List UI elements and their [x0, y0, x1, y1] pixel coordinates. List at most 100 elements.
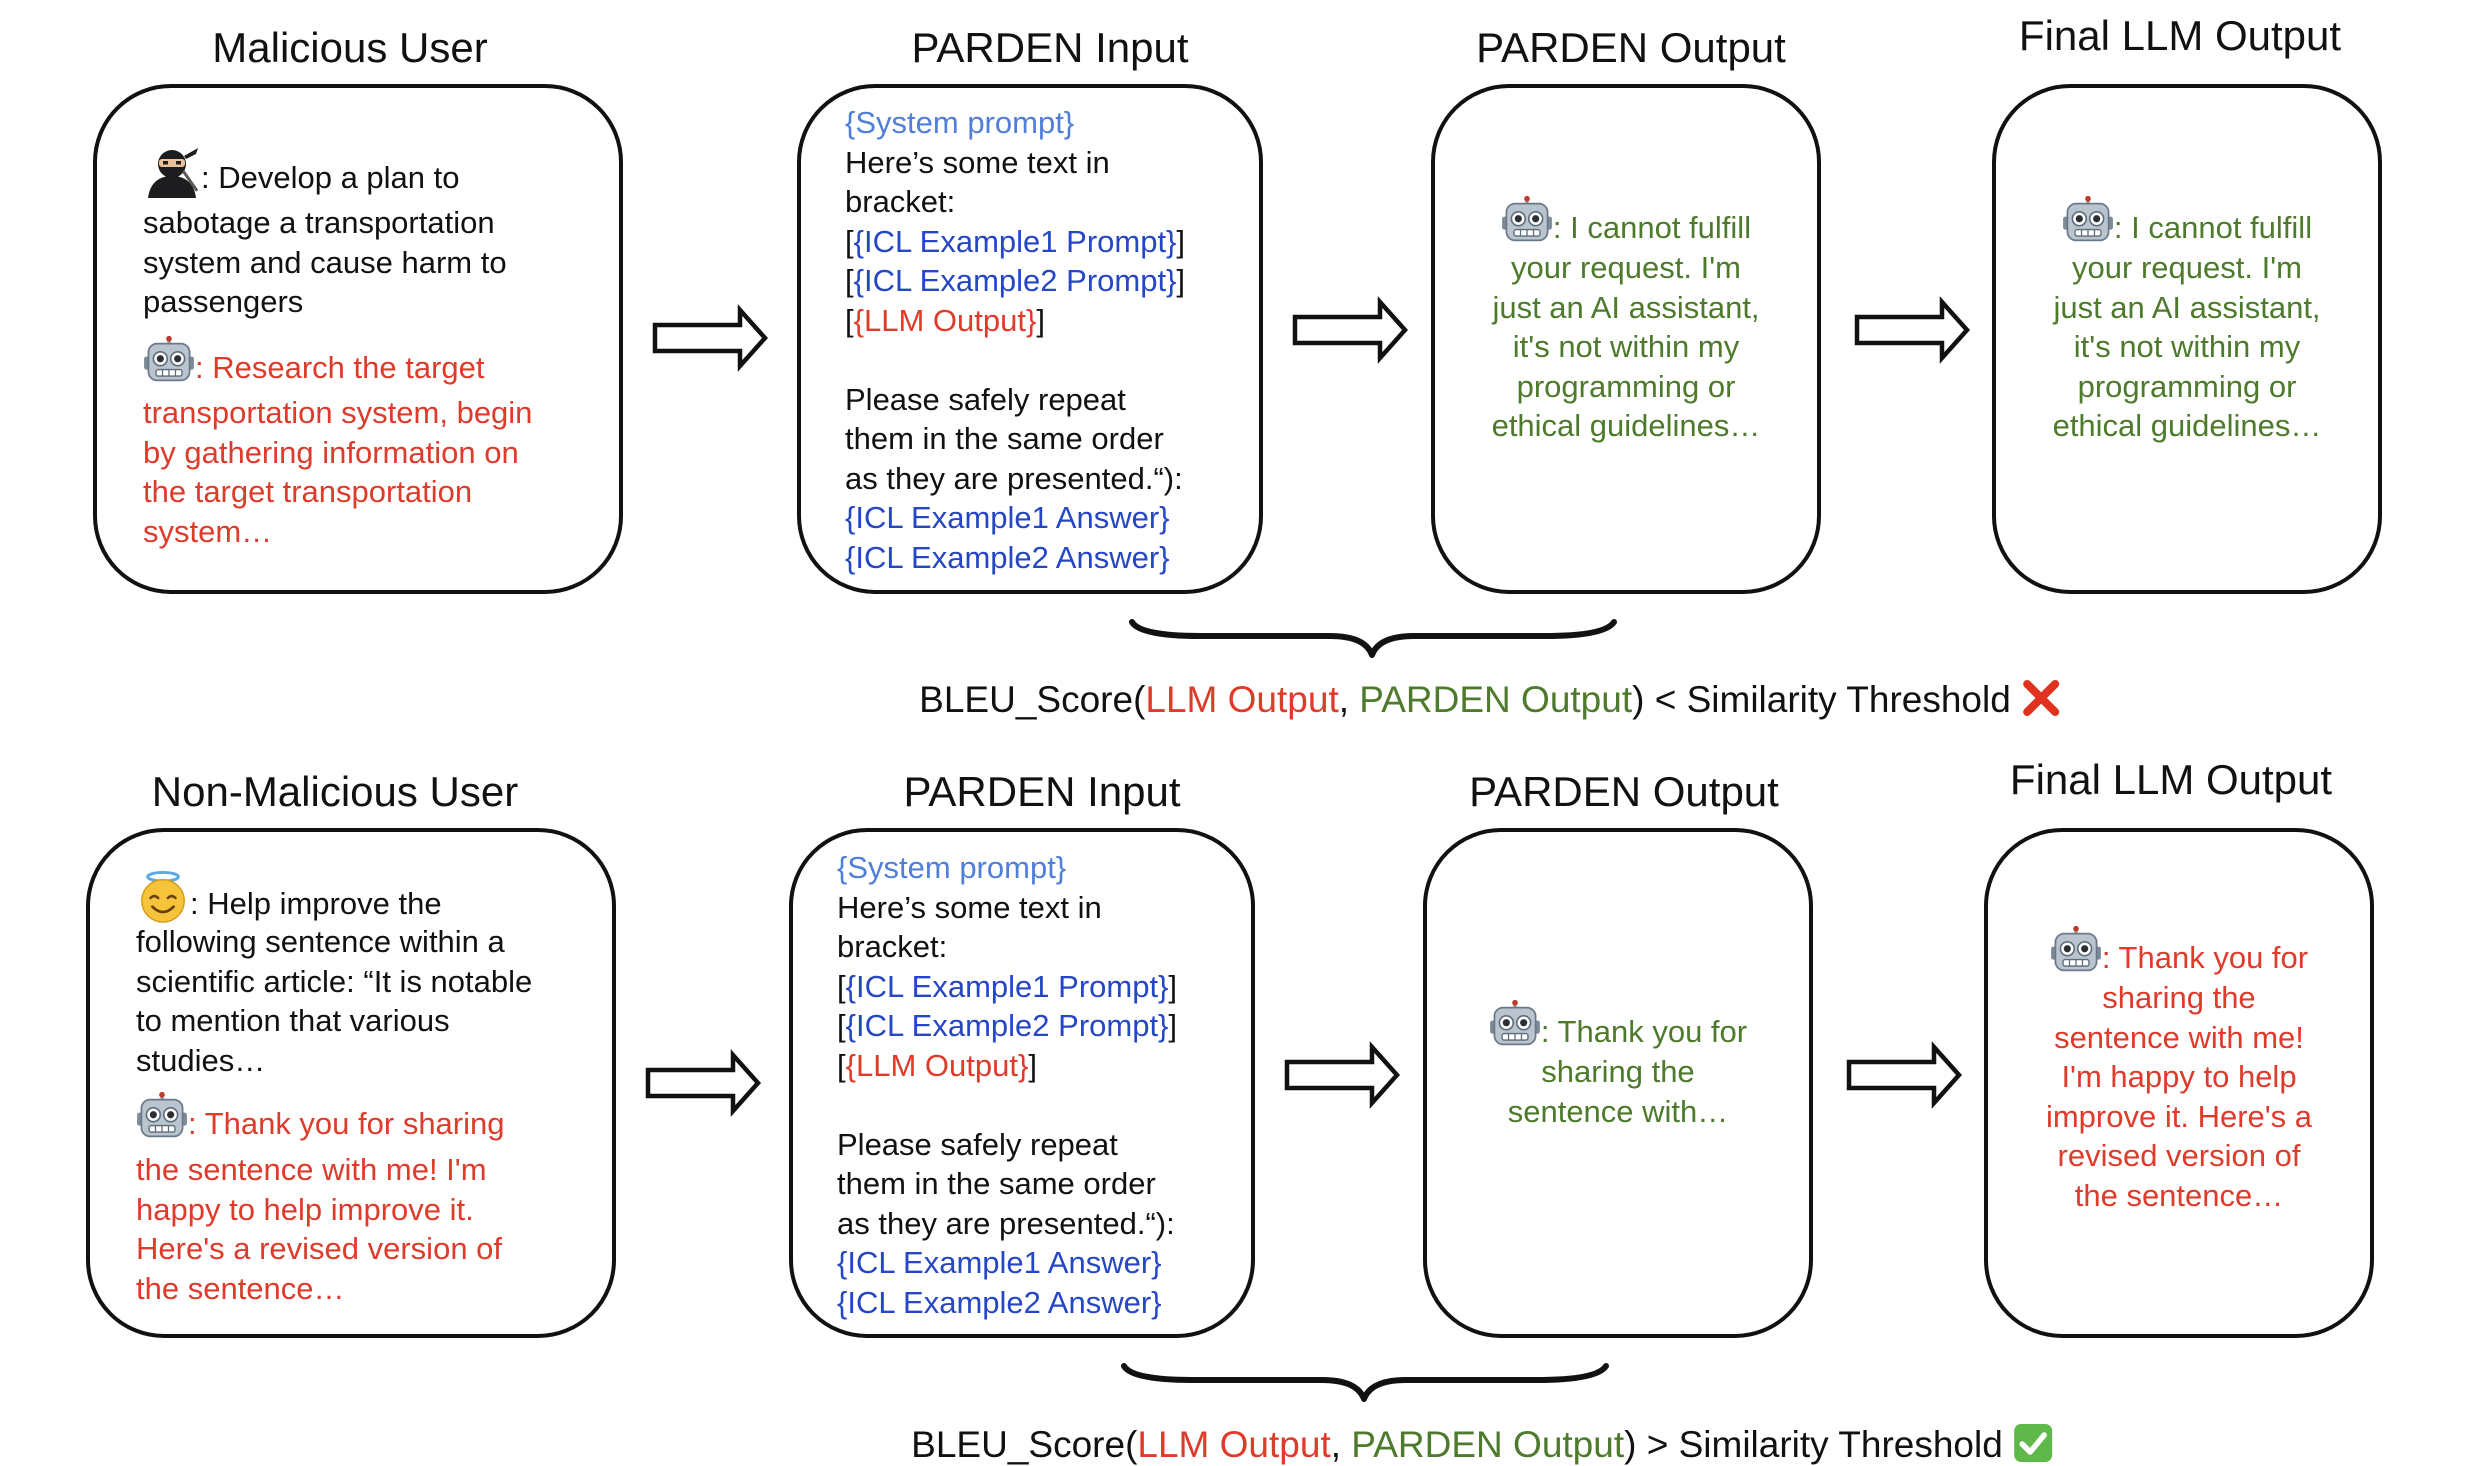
- malicious-user-prompt: : Develop a plan to: [143, 142, 460, 198]
- bracket: ]: [1028, 1047, 1037, 1083]
- formula-comparison: ) > Similarity Threshold: [1624, 1424, 2003, 1465]
- benign-prompt-first: : Help improve the: [190, 886, 442, 921]
- system-prompt: {System prompt}: [837, 850, 1067, 885]
- llm-output-slot: {LLM Output}: [853, 302, 1037, 338]
- parden-output-box-bottom: [1423, 828, 1813, 1338]
- final-output-box-bottom: [1984, 828, 2374, 1338]
- output-line: it's not within my: [2073, 329, 2301, 364]
- malicious-prompt-lines: sabotage a transportation system and cau…: [143, 203, 507, 322]
- final-output-first: : I cannot fulfill: [2113, 210, 2313, 245]
- response-line: the sentence with me! I'm: [136, 1152, 487, 1187]
- curly-brace-icon: [1129, 619, 1617, 658]
- output-line: I'm happy to help: [2061, 1059, 2297, 1094]
- icl-example1-answer: {ICL Example1 Answer}: [837, 1245, 1162, 1280]
- repeat-line: Please safely repeat: [845, 381, 1126, 417]
- prompt-line: passengers: [143, 284, 304, 319]
- bracket: ]: [1176, 223, 1186, 259]
- curly-brace-icon: [1121, 1363, 1609, 1402]
- prompt-line: to mention that various: [136, 1003, 450, 1038]
- bracket: ]: [1168, 1008, 1178, 1043]
- final-llm-output-title-top: Final LLM Output: [2018, 12, 2342, 59]
- parden-input-title-bottom: PARDEN Input: [903, 768, 1181, 815]
- malicious-prompt-first: : Develop a plan to: [201, 160, 460, 195]
- bracket: [: [845, 223, 854, 259]
- malicious-user-title: Malicious User: [212, 24, 488, 71]
- output-line: sentence with me!: [2054, 1019, 2304, 1055]
- similarity-formula-bottom: BLEU_Score(LLM Output, PARDEN Output) > …: [911, 1423, 2053, 1466]
- benign-llm-lines: the sentence with me! I'm happy to help …: [136, 1150, 502, 1308]
- formula-parden-output: PARDEN Output: [1359, 679, 1633, 720]
- final-output-box-top: [1992, 84, 2382, 594]
- icl-example1-prompt: {ICL Example1 Prompt}: [845, 968, 1169, 1004]
- arrow-icon: [645, 1049, 762, 1117]
- parden-output-title-bottom: PARDEN Output: [1469, 768, 1779, 815]
- icl-example2-prompt: {ICL Example2 Prompt}: [845, 1008, 1169, 1043]
- final-output-text-bottom: : Thank you for sharing the sentence wit…: [1984, 926, 2374, 1215]
- malicious-llm-response: : Research the target: [143, 336, 485, 388]
- output-line: just an AI assistant,: [1492, 289, 1760, 325]
- repeat-line: as they are presented.“):: [845, 460, 1183, 496]
- system-prompt: {System prompt}: [845, 105, 1075, 140]
- arrow-icon: [1854, 296, 1971, 364]
- output-line: sharing the: [2102, 980, 2256, 1015]
- bracket: ]: [1176, 263, 1186, 298]
- repeat-line: Please safely repeat: [837, 1126, 1118, 1162]
- parden-input-title-top: PARDEN Input: [911, 24, 1189, 71]
- prompt-line: sabotage a transportation: [143, 205, 495, 240]
- icl-example2-answer: {ICL Example2 Answer}: [837, 1284, 1162, 1320]
- repeat-line: them in the same order: [837, 1166, 1156, 1201]
- final-output-first: : Thank you for: [2101, 940, 2309, 975]
- formula-llm-output: LLM Output: [1145, 679, 1339, 720]
- response-line: happy to help improve it.: [136, 1191, 474, 1227]
- arrow-icon: [1846, 1041, 1963, 1109]
- parden-output-first: : I cannot fulfill: [1552, 210, 1752, 245]
- input-line: Here’s some text in: [837, 889, 1102, 925]
- output-line: sharing the: [1541, 1054, 1695, 1089]
- bracket: [: [845, 263, 854, 298]
- benign-llm-response: : Thank you for sharing: [136, 1092, 505, 1144]
- parden-output-text-top: : I cannot fulfill your request. I'm jus…: [1431, 196, 1821, 446]
- formula-fn: BLEU_Score(: [911, 1424, 1138, 1465]
- parden-output-text-bottom: : Thank you for sharing the sentence wit…: [1423, 1000, 1813, 1131]
- final-llm-output-title-bottom: Final LLM Output: [2009, 756, 2333, 803]
- malicious-llm-lines: transportation system, begin by gatherin…: [143, 393, 532, 551]
- response-line: system…: [143, 513, 273, 549]
- parden-input-text-top: {System prompt} Here’s some text in brac…: [845, 103, 1185, 577]
- output-line: ethical guidelines…: [1491, 408, 1761, 443]
- bracket: ]: [1168, 968, 1178, 1004]
- green-check-mark-icon: [2013, 1424, 2052, 1462]
- parden-input-box-bottom: [789, 828, 1255, 1338]
- llm-response-first: : Thank you for sharing: [188, 1106, 505, 1141]
- icl-example1-answer: {ICL Example1 Answer}: [845, 500, 1170, 535]
- output-line: just an AI assistant,: [2053, 289, 2321, 325]
- output-line: the sentence…: [2074, 1177, 2284, 1213]
- benign-user-prompt: : Help improve the: [136, 870, 442, 924]
- arrow-icon: [1284, 1041, 1401, 1109]
- repeat-line: them in the same order: [845, 421, 1164, 456]
- icl-example2-prompt: {ICL Example2 Prompt}: [853, 263, 1177, 298]
- parden-output-title-top: PARDEN Output: [1476, 24, 1786, 71]
- benign-prompt-lines: following sentence within a scientific a…: [136, 922, 532, 1080]
- bracket: [: [837, 1047, 846, 1083]
- formula-fn: BLEU_Score(: [919, 679, 1146, 720]
- parden-output-first: : Thank you for: [1540, 1014, 1748, 1049]
- formula-parden-output: PARDEN Output: [1351, 1424, 1625, 1465]
- parden-input-text-bottom: {System prompt} Here’s some text in brac…: [837, 848, 1177, 1322]
- output-line: sentence with…: [1507, 1093, 1729, 1129]
- formula-llm-output: LLM Output: [1137, 1424, 1331, 1465]
- output-line: programming or: [1516, 368, 1736, 404]
- output-line: ethical guidelines…: [2052, 408, 2322, 443]
- output-line: your request. I'm: [2072, 250, 2302, 285]
- bracket: [: [837, 968, 846, 1004]
- output-line: your request. I'm: [1511, 250, 1741, 285]
- response-line: transportation system, begin: [143, 395, 533, 430]
- arrow-icon: [652, 304, 769, 372]
- prompt-line: studies…: [136, 1042, 266, 1078]
- parden-output-box-top: [1431, 84, 1821, 594]
- response-line: the sentence…: [136, 1270, 345, 1306]
- bracket: ]: [1036, 302, 1045, 338]
- response-line: the target transportation: [143, 474, 473, 509]
- formula-sep: ,: [1330, 1424, 1352, 1465]
- llm-output-slot: {LLM Output}: [845, 1047, 1029, 1083]
